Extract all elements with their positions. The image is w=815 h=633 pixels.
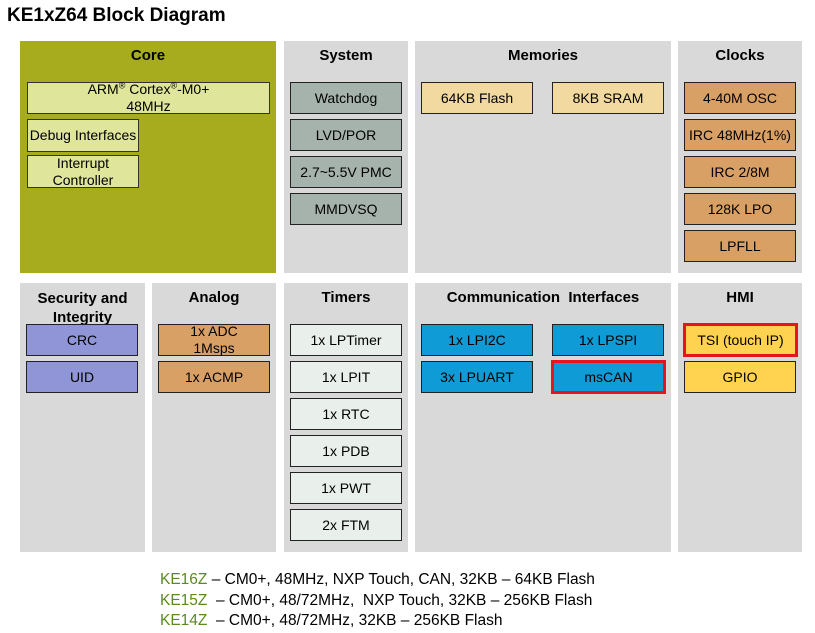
system-title: System bbox=[319, 47, 373, 64]
lpi2c-box: 1x LPI2C bbox=[421, 324, 533, 356]
hmi-panel: HMI TSI (touch IP) GPIO bbox=[678, 283, 802, 552]
debug-label: Debug Interfaces bbox=[29, 127, 137, 143]
comm-title: Communication Interfaces bbox=[446, 289, 640, 306]
analog-panel: Analog 1x ADC 1Msps 1x ACMP bbox=[152, 283, 276, 552]
adc-label: 1x ADC 1Msps bbox=[190, 323, 238, 356]
pwt-box: 1x PWT bbox=[290, 472, 402, 504]
gpio-box: GPIO bbox=[684, 361, 796, 393]
system-panel: System Watchdog LVD/POR 2.7~5.5V PMC MMD… bbox=[284, 41, 408, 273]
watchdog-box: Watchdog bbox=[290, 82, 402, 114]
footer-line-ke14z: KE14Z – CM0+, 48/72MHz, 32KB – 256KB Fla… bbox=[160, 612, 502, 630]
lpspi-box: 1x LPSPI bbox=[552, 324, 664, 356]
comm-panel: Communication Interfaces 1x LPI2C 1x LPS… bbox=[415, 283, 671, 552]
memories-panel: Memories 64KB Flash 8KB SRAM bbox=[415, 41, 671, 273]
ke15z-name: KE15Z bbox=[160, 592, 208, 609]
ke16z-desc: – CM0+, 48MHz, NXP Touch, CAN, 32KB – 64… bbox=[207, 571, 595, 588]
arm-reg-mark-2: ® bbox=[170, 80, 178, 91]
clocks-panel: Clocks 4-40M OSC IRC 48MHz(1%) IRC 2/8M … bbox=[678, 41, 802, 273]
security-panel: Security and Integrity CRC UID bbox=[20, 283, 145, 552]
adc-box: 1x ADC 1Msps bbox=[158, 323, 270, 356]
lpo-box: 128K LPO bbox=[684, 193, 796, 225]
hmi-title: HMI bbox=[726, 289, 754, 306]
mmdvsq-box: MMDVSQ bbox=[290, 193, 402, 225]
acmp-box: 1x ACMP bbox=[158, 361, 270, 393]
ftm-box: 2x FTM bbox=[290, 509, 402, 541]
lpuart-box: 3x LPUART bbox=[421, 361, 533, 393]
clocks-title: Clocks bbox=[715, 47, 765, 64]
lptimer-box: 1x LPTimer bbox=[290, 324, 402, 356]
timers-title: Timers bbox=[321, 289, 371, 306]
debug-interfaces-box: Debug Interfaces bbox=[27, 119, 139, 152]
mscan-box: msCAN bbox=[551, 360, 666, 394]
interrupt-controller-box: Interrupt Controller bbox=[27, 155, 139, 188]
arm-cortex-box: ARM® Cortex®-M0+ 48MHz bbox=[27, 80, 270, 114]
crc-box: CRC bbox=[26, 324, 138, 356]
lpit-box: 1x LPIT bbox=[290, 361, 402, 393]
irc48-box: IRC 48MHz(1%) bbox=[684, 119, 796, 151]
memories-title: Memories bbox=[507, 47, 579, 64]
arm-prefix: ARM bbox=[87, 81, 119, 97]
arm-reg-mark: ® bbox=[118, 80, 126, 91]
security-title: Security and Integrity bbox=[37, 290, 128, 326]
analog-title: Analog bbox=[188, 289, 240, 306]
footer-line-ke15z: KE15Z – CM0+, 48/72MHz, NXP Touch, 32KB … bbox=[160, 592, 592, 610]
rtc-box: 1x RTC bbox=[290, 398, 402, 430]
footer-line-ke16z: KE16Z – CM0+, 48MHz, NXP Touch, CAN, 32K… bbox=[160, 571, 595, 589]
lvd-por-box: LVD/POR bbox=[290, 119, 402, 151]
ke14z-name: KE14Z bbox=[160, 612, 208, 629]
osc-box: 4-40M OSC bbox=[684, 82, 796, 114]
irc28-box: IRC 2/8M bbox=[684, 156, 796, 188]
diagram-title: KE1xZ64 Block Diagram bbox=[7, 5, 226, 26]
ke16z-name: KE16Z bbox=[160, 571, 208, 588]
sram-box: 8KB SRAM bbox=[552, 82, 664, 114]
arm-mid: Cortex bbox=[125, 81, 171, 97]
ke15z-desc: – CM0+, 48/72MHz, NXP Touch, 32KB – 256K… bbox=[207, 592, 593, 609]
arm-freq: 48MHz bbox=[126, 98, 171, 114]
interrupt-label: Interrupt Controller bbox=[52, 154, 114, 188]
ke14z-desc: – CM0+, 48/72MHz, 32KB – 256KB Flash bbox=[207, 612, 503, 629]
pdb-box: 1x PDB bbox=[290, 435, 402, 467]
core-panel: Core ARM® Cortex®-M0+ 48MHz Debug Interf… bbox=[20, 41, 276, 273]
arm-suffix: -M0+ bbox=[177, 81, 210, 97]
tsi-box: TSI (touch IP) bbox=[683, 323, 798, 357]
uid-box: UID bbox=[26, 361, 138, 393]
pmc-box: 2.7~5.5V PMC bbox=[290, 156, 402, 188]
lpfll-box: LPFLL bbox=[684, 230, 796, 262]
flash-box: 64KB Flash bbox=[421, 82, 533, 114]
timers-panel: Timers 1x LPTimer 1x LPIT 1x RTC 1x PDB … bbox=[284, 283, 408, 552]
core-title: Core bbox=[130, 47, 166, 64]
